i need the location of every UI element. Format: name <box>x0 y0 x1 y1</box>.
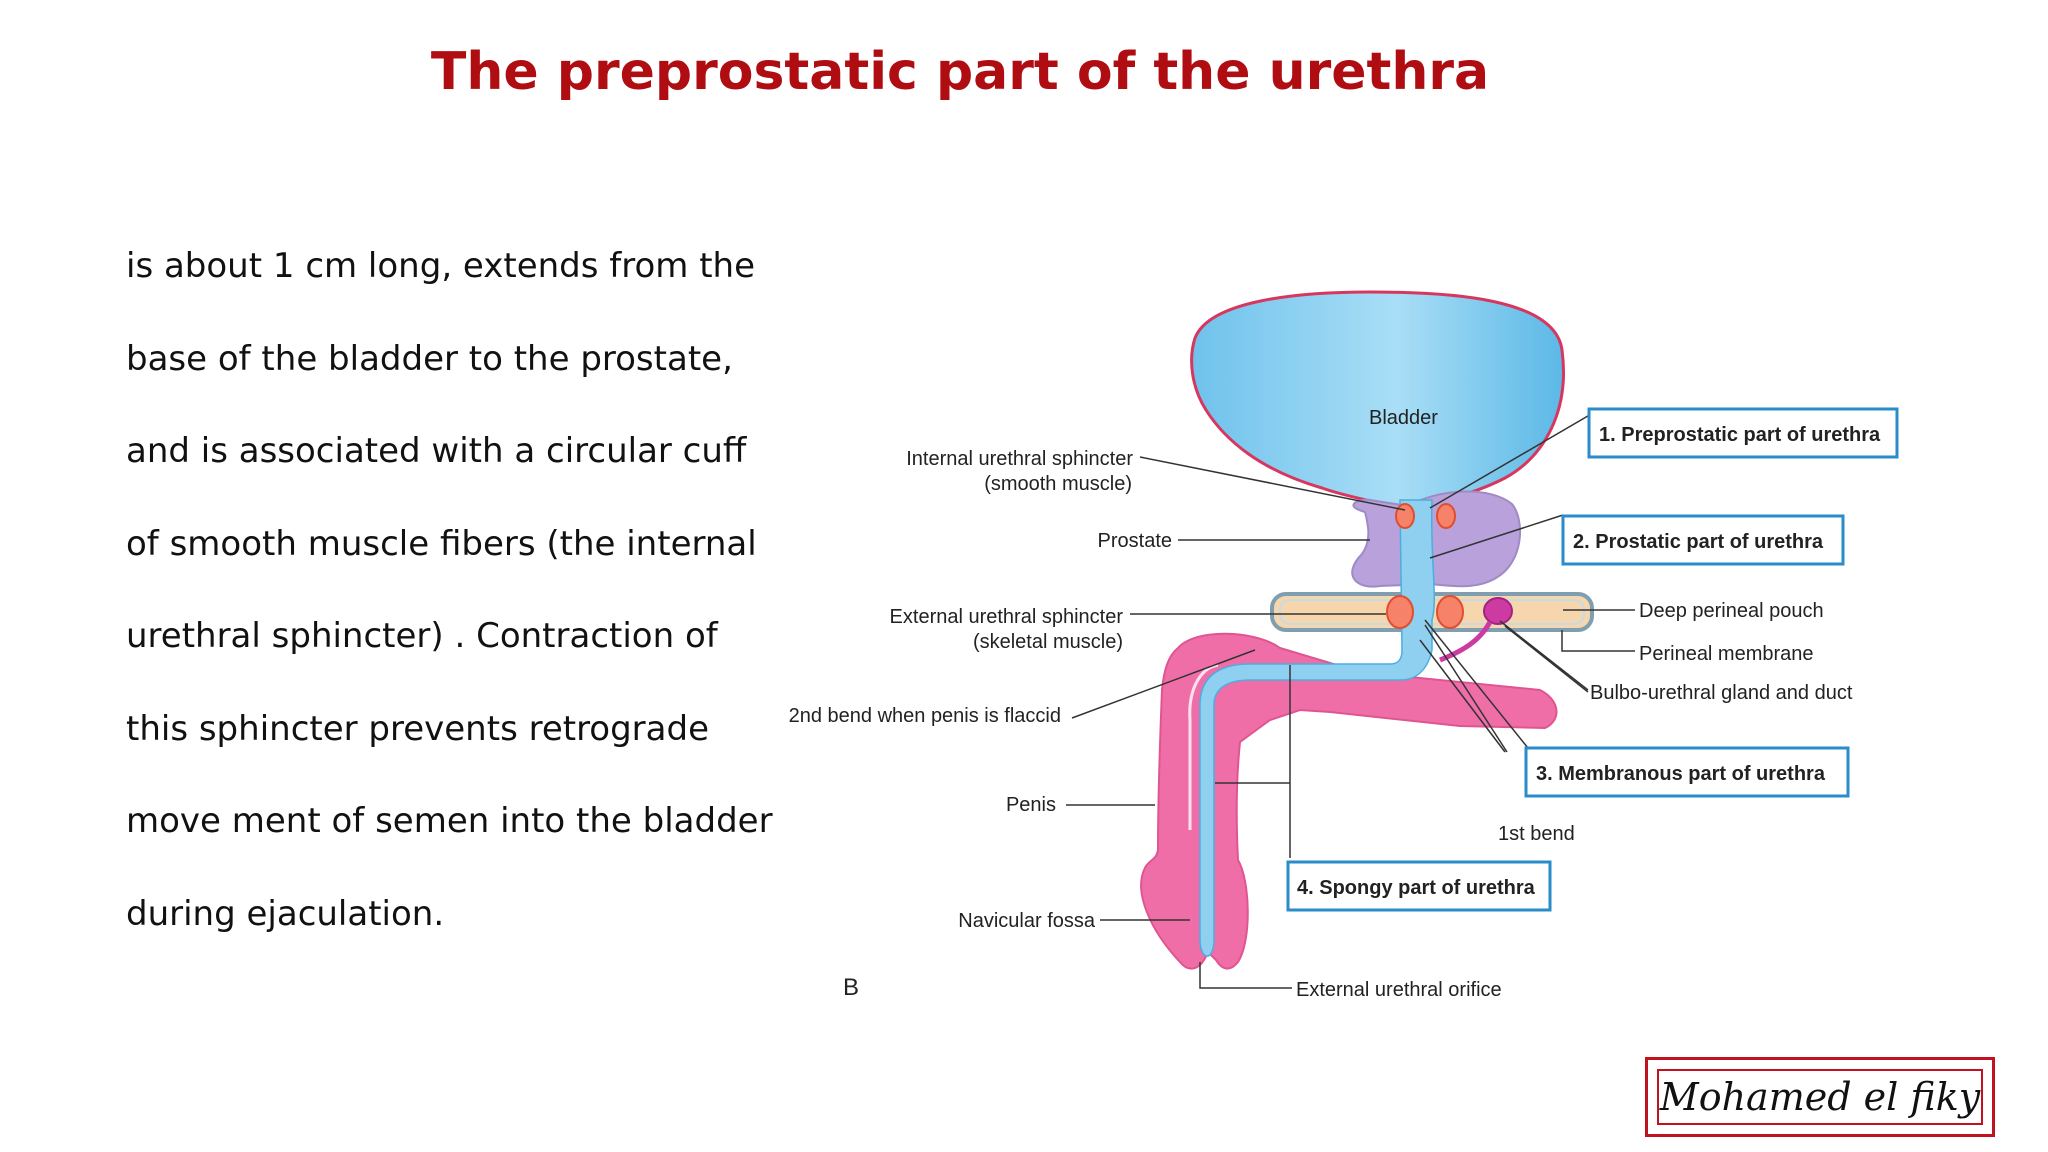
panel-letter: B <box>843 974 859 1001</box>
internal-sphincter-sublabel: (smooth muscle) <box>984 473 1132 495</box>
second-bend-label: 2nd bend when penis is flaccid <box>789 705 1061 727</box>
description-line: is about 1 cm long, extends from the <box>126 246 755 286</box>
part1-label: 1. Preprostatic part of urethra <box>1599 424 1881 446</box>
description-line: this sphincter prevents retrograde <box>126 708 709 749</box>
signature-box: Mohamed el fiky <box>1645 1057 1995 1137</box>
perineal-membrane-label: Perineal membrane <box>1639 643 1814 665</box>
description-line: of smooth muscle fibers (the internal <box>126 523 757 564</box>
external-sphincter-shape <box>1386 595 1464 629</box>
description-line: and is associated with a circular cuff <box>126 431 747 471</box>
internal-sphincter-shape <box>1395 503 1456 529</box>
prostate-label: Prostate <box>1098 530 1172 552</box>
description-line: during ejaculation. <box>126 893 445 934</box>
description-text: is about 1 cm long, extends from the bas… <box>126 236 773 976</box>
description-line: base of the bladder to the prostate, <box>126 338 733 379</box>
part2-box: 2. Prostatic part of urethra <box>1561 514 1845 566</box>
external-sphincter-sublabel: (skeletal muscle) <box>973 631 1123 653</box>
part4-box: 4. Spongy part of urethra <box>1286 860 1552 912</box>
external-orifice-label: External urethral orifice <box>1296 979 1502 1001</box>
external-sphincter-label: External urethral sphincter <box>890 606 1124 628</box>
part2-label: 2. Prostatic part of urethra <box>1573 531 1824 553</box>
leader-lines <box>1066 412 1635 989</box>
penis-shape <box>1140 632 1558 970</box>
description-line: urethral sphincter) . Contraction of <box>126 616 718 656</box>
part4-label: 4. Spongy part of urethra <box>1297 877 1536 899</box>
part3-box: 3. Membranous part of urethra <box>1524 746 1850 798</box>
bulbo-urethral-label: Bulbo-urethral gland and duct <box>1590 682 1853 704</box>
bladder-shape <box>1190 290 1565 510</box>
internal-sphincter-label: Internal urethral sphincter <box>906 448 1133 470</box>
signature-text: Mohamed el fiky <box>1657 1069 1983 1125</box>
page-title: The preprostatic part of the urethra <box>430 42 1490 102</box>
penis-label: Penis <box>1006 794 1056 816</box>
first-bend-label: 1st bend <box>1498 823 1575 845</box>
navicular-fossa-label: Navicular fossa <box>958 910 1096 932</box>
deep-perineal-pouch-label: Deep perineal pouch <box>1639 600 1824 622</box>
prostate-shape <box>1351 490 1522 588</box>
description-line: move ment of semen into the bladder <box>126 801 773 841</box>
part1-box: 1. Preprostatic part of urethra <box>1587 407 1899 459</box>
bladder-label: Bladder <box>1369 407 1438 429</box>
part3-label: 3. Membranous part of urethra <box>1536 763 1826 785</box>
